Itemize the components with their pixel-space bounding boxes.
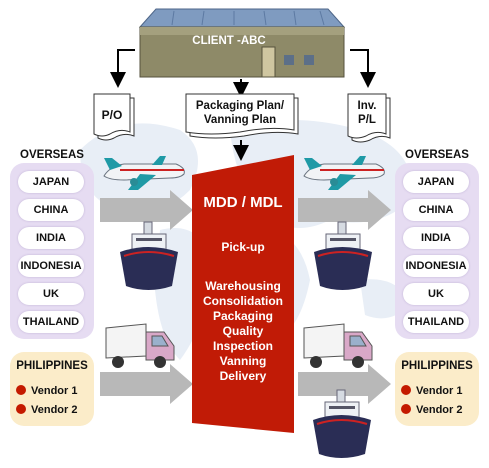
service-consolidation: Consolidation bbox=[203, 294, 283, 308]
right-country-indonesia: INDONESIA bbox=[403, 255, 469, 277]
right-country-uk: UK bbox=[403, 283, 469, 305]
airplane-icon bbox=[303, 156, 385, 190]
vendor-dot-icon bbox=[401, 385, 411, 395]
left-lower-flow-arrow bbox=[100, 364, 193, 404]
document-stack-icon bbox=[185, 93, 299, 139]
airplane-icon bbox=[103, 156, 185, 190]
left-vendor-2: Vendor 2 bbox=[16, 403, 77, 417]
truck-icon bbox=[303, 323, 373, 368]
cargo-ship-icon bbox=[314, 221, 372, 290]
right-upper-flow-arrow bbox=[298, 190, 391, 230]
right-country-india: INDIA bbox=[403, 227, 469, 249]
cargo-ship-icon bbox=[313, 389, 371, 458]
packaging-plan-line2: Vanning Plan bbox=[203, 114, 277, 126]
purchase-order-document: P/O bbox=[92, 92, 136, 144]
truck-icon bbox=[105, 323, 175, 368]
left-country-india: INDIA bbox=[18, 227, 84, 249]
packaging-plan-document: Packaging Plan/ Vanning Plan bbox=[184, 92, 300, 142]
vendor-dot-icon bbox=[16, 404, 26, 414]
left-vendor-1: Vendor 1 bbox=[16, 384, 77, 398]
right-philippines-panel: PHILIPPINES Vendor 1 Vendor 2 bbox=[395, 352, 479, 426]
left-overseas-heading: OVERSEAS bbox=[20, 149, 84, 161]
right-overseas-heading: OVERSEAS bbox=[405, 149, 469, 161]
cargo-ship-icon bbox=[120, 221, 178, 290]
left-country-china: CHINA bbox=[18, 199, 84, 221]
service-vanning: Vanning bbox=[219, 354, 267, 368]
left-philippines-heading: PHILIPPINES bbox=[16, 360, 88, 372]
left-country-uk: UK bbox=[18, 283, 84, 305]
warehouse-icon bbox=[138, 8, 346, 78]
center-pickup: Pick-up bbox=[221, 240, 265, 254]
document-stack-icon bbox=[347, 93, 391, 143]
inv-label: Inv. bbox=[357, 100, 377, 112]
client-warehouse: CLIENT -ABC bbox=[134, 3, 350, 79]
document-stack-icon bbox=[93, 93, 135, 141]
mdd-service-panel bbox=[192, 155, 294, 433]
center-title: MDD / MDL bbox=[203, 194, 283, 211]
client-label: CLIENT -ABC bbox=[192, 35, 266, 47]
po-label: P/O bbox=[101, 108, 123, 122]
left-upper-flow-arrow bbox=[100, 190, 193, 230]
invoice-packing-list-document: Inv. P/L bbox=[346, 92, 392, 146]
left-country-japan: JAPAN bbox=[18, 171, 84, 193]
left-overseas-panel: JAPAN CHINA INDIA INDONESIA UK THAILAND bbox=[10, 163, 94, 339]
service-warehousing: Warehousing bbox=[205, 279, 281, 293]
right-lower-flow-arrow bbox=[298, 364, 391, 404]
pl-label: P/L bbox=[358, 114, 376, 126]
left-philippines-panel: PHILIPPINES Vendor 1 Vendor 2 bbox=[10, 352, 94, 426]
service-packaging: Packaging bbox=[212, 309, 274, 323]
service-delivery: Delivery bbox=[219, 369, 267, 383]
right-vendor-1: Vendor 1 bbox=[401, 384, 462, 398]
right-vendor-2: Vendor 2 bbox=[401, 403, 462, 417]
vendor-dot-icon bbox=[401, 404, 411, 414]
service-quality: Quality bbox=[222, 324, 264, 338]
left-country-indonesia: INDONESIA bbox=[18, 255, 84, 277]
right-country-japan: JAPAN bbox=[403, 171, 469, 193]
packaging-plan-line1: Packaging Plan/ bbox=[195, 100, 285, 112]
service-inspection: Inspection bbox=[212, 339, 273, 353]
right-philippines-heading: PHILIPPINES bbox=[401, 360, 473, 372]
right-country-thailand: THAILAND bbox=[403, 311, 469, 333]
left-country-thailand: THAILAND bbox=[18, 311, 84, 333]
vendor-dot-icon bbox=[16, 385, 26, 395]
right-country-china: CHINA bbox=[403, 199, 469, 221]
right-overseas-panel: JAPAN CHINA INDIA INDONESIA UK THAILAND bbox=[395, 163, 479, 339]
